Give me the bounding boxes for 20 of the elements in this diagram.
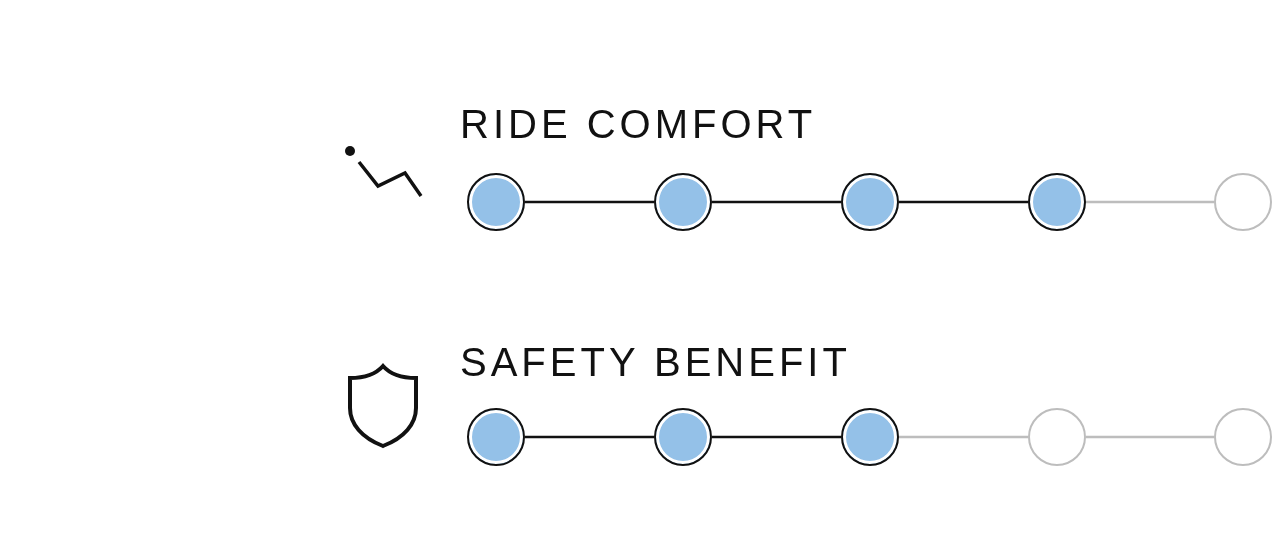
connector-line	[1086, 200, 1214, 204]
filled-rating-dot	[654, 173, 712, 231]
empty-rating-dot	[1214, 408, 1272, 466]
connector-line	[899, 200, 1028, 204]
rating-heading: RIDE COMFORT	[460, 104, 817, 144]
empty-rating-dot	[1214, 173, 1272, 231]
connector-line	[712, 435, 841, 439]
filled-rating-dot	[841, 408, 899, 466]
filled-rating-dot	[1028, 173, 1086, 231]
connector-line	[525, 200, 654, 204]
filled-rating-dot	[467, 408, 525, 466]
rating-heading: SAFETY BENEFIT	[460, 342, 851, 382]
connector-line	[899, 435, 1028, 439]
filled-rating-dot	[467, 173, 525, 231]
connector-line	[712, 200, 841, 204]
connector-line	[525, 435, 654, 439]
filled-rating-dot	[841, 173, 899, 231]
connector-line	[1086, 435, 1214, 439]
filled-rating-dot	[654, 408, 712, 466]
empty-rating-dot	[1028, 408, 1086, 466]
